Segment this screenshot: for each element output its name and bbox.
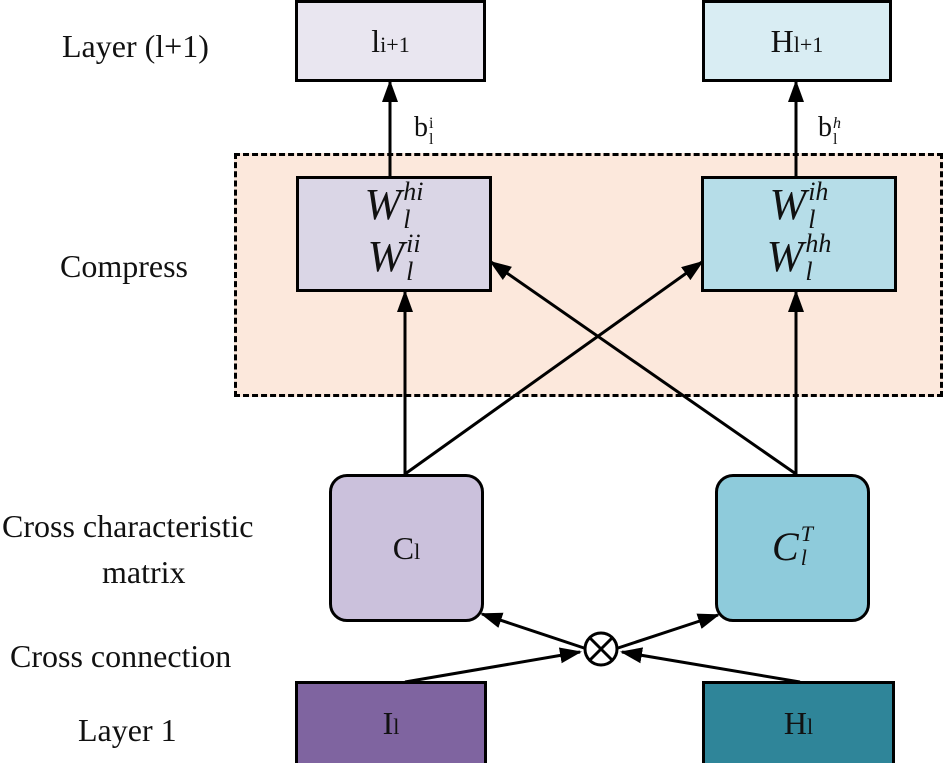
output-node-h-base: H xyxy=(770,22,794,59)
matrix-node-ct-sup: T xyxy=(800,521,813,546)
matrix-node-c: Cl xyxy=(329,474,484,622)
row-label-cross-matrix-1: Cross characteristic xyxy=(2,508,254,544)
arrow-op-to-cleft xyxy=(480,612,585,650)
row-label-layer-1: Layer 1 xyxy=(78,712,177,748)
input-node-i-base: I xyxy=(382,705,394,741)
row-label-cross-matrix-2: matrix xyxy=(102,554,186,590)
input-node-h-base: H xyxy=(783,705,807,741)
output-node-i: li+1 xyxy=(295,0,486,82)
arrow-cleft-to-wright xyxy=(404,260,704,476)
matrix-node-c-sub: l xyxy=(414,538,421,564)
output-node-h-sub: l+1 xyxy=(793,31,824,57)
output-node-i-sub: i+1 xyxy=(380,31,410,57)
matrix-node-ct-sub: l xyxy=(800,545,807,570)
arrow-ini-to-op xyxy=(404,647,582,684)
input-node-i-sub: l xyxy=(393,714,400,739)
arrow-cright-to-wleft xyxy=(489,260,797,476)
output-node-i-base: l xyxy=(371,22,381,59)
arrow-op-to-cright xyxy=(617,613,720,650)
input-node-i: Il xyxy=(295,681,487,763)
input-node-h-sub: l xyxy=(806,714,814,739)
matrix-node-c-base: C xyxy=(392,529,415,566)
output-node-h: Hl+1 xyxy=(702,0,892,82)
arrow-inh-to-op xyxy=(620,647,801,684)
row-label-cross-connection: Cross connection xyxy=(10,638,232,674)
matrix-node-ct-base: C xyxy=(772,524,799,569)
row-label-layer-next: Layer (l+1) xyxy=(62,28,209,64)
input-node-h: Hl xyxy=(702,681,895,763)
cross-product-operator xyxy=(583,631,619,667)
row-label-compress: Compress xyxy=(60,248,188,284)
